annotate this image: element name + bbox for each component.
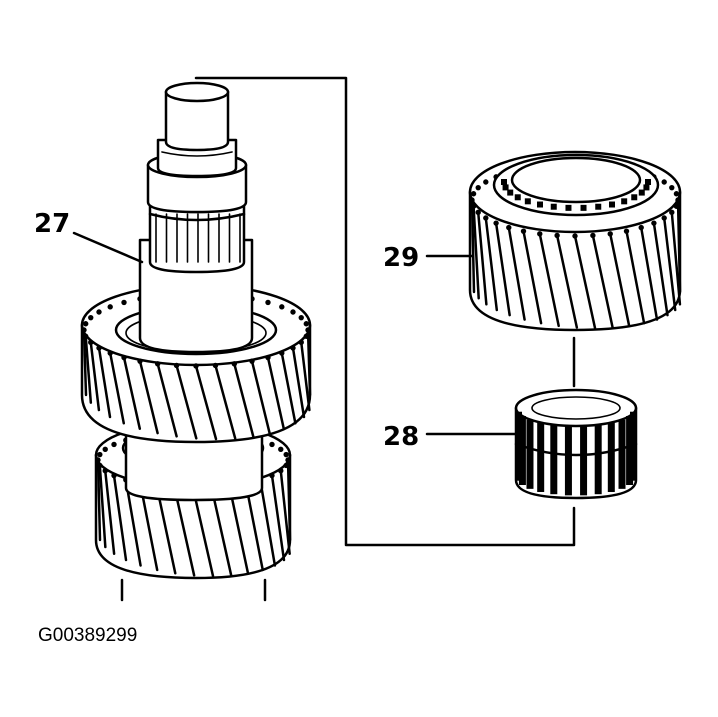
callout-label-29: 29	[383, 243, 419, 273]
shaft-collar	[146, 163, 248, 214]
shaft-assembly	[80, 81, 312, 602]
figure-code: G00389299	[38, 625, 137, 646]
needle-bearing-28	[514, 388, 638, 500]
callout-28: 28	[383, 422, 518, 452]
callout-29: 29	[383, 243, 474, 273]
callout-label-28: 28	[383, 422, 419, 452]
callout-label-27: 27	[34, 209, 70, 239]
gear-29	[468, 150, 682, 332]
callout-27: 27	[34, 209, 144, 264]
assembly-connector-line	[194, 76, 576, 547]
shaft-tip	[164, 90, 230, 152]
